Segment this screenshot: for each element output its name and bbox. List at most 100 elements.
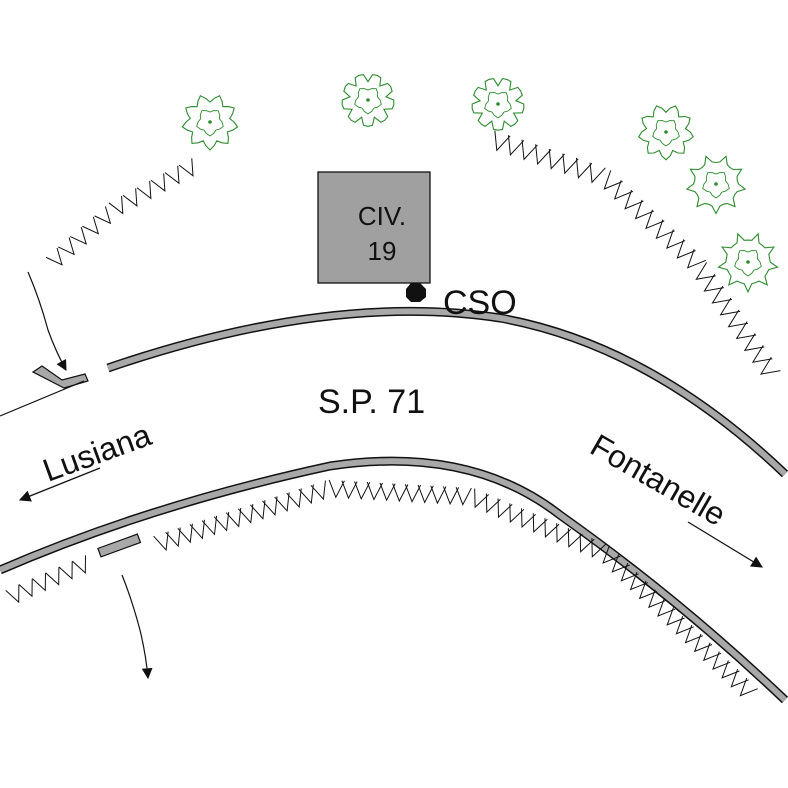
shrub-icon bbox=[645, 209, 665, 230]
shrub-icon bbox=[392, 483, 409, 503]
shrub-icon bbox=[695, 262, 716, 280]
south-drain-inlet bbox=[97, 533, 142, 558]
shrub-icon bbox=[589, 162, 606, 184]
direction-label-west: Lusiana bbox=[38, 416, 156, 488]
shrub-icon bbox=[153, 531, 169, 552]
shrub-icon bbox=[591, 538, 607, 558]
shrub-icon bbox=[5, 584, 20, 604]
shrub-icon bbox=[556, 523, 572, 544]
cso-label: CSO bbox=[443, 284, 517, 322]
road-label: S.P. 71 bbox=[318, 383, 425, 421]
shrub-icon bbox=[712, 651, 731, 670]
shrub-icon bbox=[638, 580, 658, 600]
shrub-icon bbox=[579, 533, 595, 553]
shrub-icon bbox=[417, 484, 434, 504]
shrub-icon bbox=[751, 345, 773, 363]
shrub-icon bbox=[122, 188, 138, 207]
shrub-icon bbox=[71, 555, 86, 575]
tree-icon bbox=[181, 94, 239, 151]
building-label-line2: 19 bbox=[368, 236, 397, 266]
shrub-icon bbox=[575, 158, 593, 179]
shrub-icon bbox=[629, 571, 649, 591]
shrub-icon bbox=[702, 642, 722, 662]
shrub-icon bbox=[703, 274, 724, 292]
shrub-icon bbox=[562, 153, 579, 175]
shrub-icon bbox=[286, 488, 302, 509]
tree-icon bbox=[717, 232, 779, 294]
shrub-icon bbox=[455, 487, 472, 506]
shrub-icon bbox=[82, 216, 100, 235]
direction-label-east: Fontanelle bbox=[585, 427, 732, 533]
shrub-icon bbox=[178, 158, 194, 177]
shrub-icon bbox=[743, 333, 765, 352]
drain-flow-arrow-north bbox=[27, 271, 67, 371]
shrub-icon bbox=[735, 321, 757, 340]
shrub-icon bbox=[613, 180, 634, 200]
shrub-icon bbox=[70, 227, 87, 245]
shrub-icon bbox=[31, 572, 46, 592]
shrub-icon bbox=[666, 607, 685, 626]
shrub-icon bbox=[225, 507, 242, 528]
shrub-icon bbox=[603, 170, 623, 190]
shrub-icon bbox=[189, 519, 205, 540]
shrub-icon bbox=[18, 578, 33, 598]
shrub-icon bbox=[535, 144, 552, 166]
shrub-icon bbox=[624, 189, 644, 210]
building-label-line1: CIV. bbox=[358, 201, 406, 231]
shrub-icon bbox=[298, 484, 314, 505]
shrub-icon bbox=[730, 668, 749, 688]
shrub-icon bbox=[532, 513, 548, 534]
shrub-icon bbox=[521, 139, 538, 161]
shrub-icon bbox=[657, 598, 676, 617]
shrub-icon bbox=[497, 498, 513, 519]
shrub-icon bbox=[379, 482, 396, 502]
tree-icon bbox=[637, 105, 695, 161]
shrub-icon bbox=[693, 633, 713, 653]
tree-group bbox=[181, 74, 779, 294]
north-drain-inlet bbox=[31, 365, 89, 389]
shrub-icon bbox=[442, 486, 460, 506]
shrub-icon bbox=[108, 195, 124, 215]
shrub-icon bbox=[177, 523, 193, 544]
shrub-icon bbox=[666, 229, 686, 249]
shrub-icon bbox=[213, 511, 230, 532]
cso-point-icon bbox=[406, 283, 426, 302]
shrub-icon bbox=[201, 515, 218, 536]
shrub-icon bbox=[164, 165, 180, 185]
shrub-icon bbox=[719, 297, 741, 316]
shrub-icon bbox=[739, 677, 758, 697]
shrub-icon bbox=[45, 247, 63, 266]
shrub-icon bbox=[727, 309, 749, 328]
shrub-icon bbox=[366, 481, 383, 501]
shrub-icon bbox=[655, 219, 675, 240]
shrub-icon bbox=[648, 589, 667, 609]
shrub-icon bbox=[262, 496, 278, 516]
shrub-icon bbox=[544, 518, 560, 539]
shrub-icon bbox=[354, 481, 371, 501]
shrub-row bbox=[494, 130, 781, 375]
building-civ-19 bbox=[317, 171, 431, 284]
direction-arrow-icon-east bbox=[687, 521, 763, 568]
shrub-group bbox=[5, 130, 781, 697]
shrub-icon bbox=[341, 480, 358, 500]
road-north-edge bbox=[0, 306, 788, 478]
shrub-icon bbox=[136, 180, 152, 200]
road-south-edge bbox=[0, 456, 788, 704]
shrub-icon bbox=[620, 562, 639, 582]
shrub-icon bbox=[567, 528, 583, 548]
shrub-icon bbox=[150, 173, 166, 192]
shrub-icon bbox=[711, 285, 733, 304]
shrub-icon bbox=[58, 561, 73, 580]
shrub-icon bbox=[250, 500, 266, 520]
shrub-icon bbox=[509, 503, 525, 524]
shrub-icon bbox=[721, 660, 740, 679]
shrub-icon bbox=[759, 357, 781, 375]
tree-icon bbox=[341, 74, 395, 127]
shrub-icon bbox=[548, 148, 565, 170]
shrub-row bbox=[5, 555, 86, 604]
shrub-icon bbox=[507, 135, 525, 157]
shrub-icon bbox=[675, 615, 694, 635]
shrub-row bbox=[153, 479, 758, 697]
